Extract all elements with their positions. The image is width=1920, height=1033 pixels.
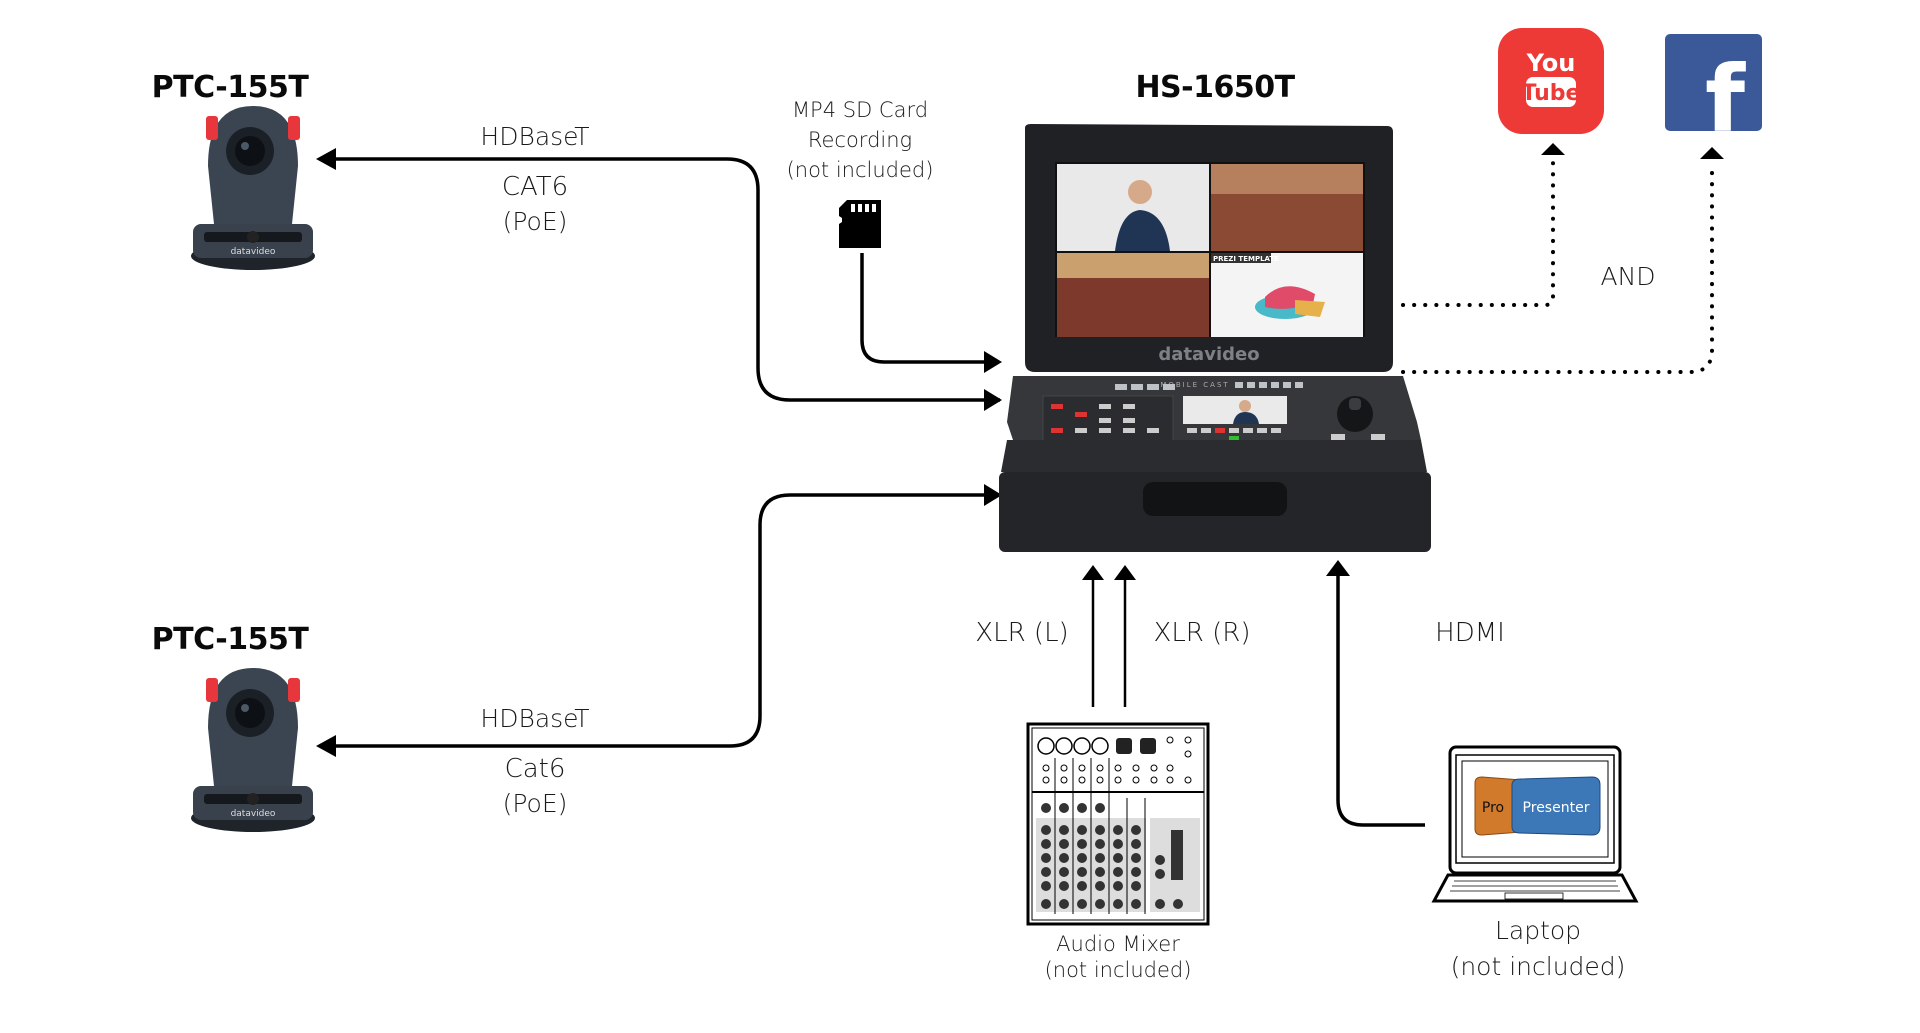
ptz-camera-icon: datavideo [191,668,315,832]
top-camera-cable [322,157,1000,402]
sd-card-label-line3: (not included) [786,158,934,182]
sd-card-icon [839,200,881,248]
laptop-icon: Pro Presenter [1431,745,1639,903]
facebook-logo-glyph: f [1705,46,1746,131]
xlr-left-label: XLR (L) [975,618,1069,648]
facebook-logo-icon: f [1665,34,1762,131]
switcher-title: HS-1650T [1135,70,1295,105]
top-camera-title: PTC-155T [151,70,309,105]
screen-overlay-text: PREZI TEMPLATE [1213,255,1279,263]
laptop-label: Laptop [1494,916,1582,945]
hdmi-cable [1336,574,1425,827]
sd-card-label-line1: MP4 SD Card [791,98,929,122]
sd-card-label-line2: Recording [807,128,913,152]
audio-mixer-icon [1026,722,1210,926]
arrow-to-bottom-camera [316,735,336,757]
top-link-power-label: (PoE) [502,207,568,236]
bottom-link-power-label: (PoE) [502,789,568,818]
arrow-bottom-link-into-switcher [984,484,1002,506]
switcher-panel-label: MOBILE CAST [1160,381,1229,389]
youtube-stream-line [1401,158,1555,307]
youtube-logo-icon: You Tube [1498,28,1604,134]
youtube-arrow [1541,143,1565,155]
audio-mixer-note: (not included) [1044,958,1192,982]
youtube-logo-tube: Tube [1522,81,1581,106]
bottom-camera-cable [322,493,990,748]
ptz-camera-icon: datavideo [191,106,315,270]
bottom-camera-title: PTC-155T [151,622,309,657]
bottom-camera-brand: datavideo [231,809,276,819]
xlr-right-arrow [1114,565,1136,580]
top-link-protocol-label: HDBaseT [480,122,590,151]
arrow-to-top-camera [316,148,336,170]
switcher-brand: datavideo [1158,344,1259,365]
and-label: AND [1600,262,1656,291]
arrow-sd-into-switcher [984,351,1002,373]
xlr-right-label: XLR (R) [1153,618,1251,648]
hdmi-arrow [1326,560,1350,576]
top-link-cable-label: CAT6 [501,172,569,202]
youtube-logo-you: You [1526,49,1576,77]
laptop-note: (not included) [1450,952,1626,981]
arrow-top-link-into-switcher [984,389,1002,411]
top-camera-brand: datavideo [231,247,276,257]
facebook-stream-line [1401,163,1714,374]
switcher-device: PREZI TEMPLATE datavideo MOBILE CAST [999,124,1431,552]
bottom-link-protocol-label: HDBaseT [480,704,590,733]
sd-card-cable [860,253,990,364]
bottom-link-cable-label: Cat6 [504,754,566,784]
laptop-screen-text-pro: Pro [1482,800,1504,816]
facebook-arrow [1700,147,1724,159]
xlr-left-arrow [1082,565,1104,580]
laptop-screen-text-presenter: Presenter [1523,800,1590,816]
hdmi-label: HDMI [1435,618,1505,648]
audio-mixer-label: Audio Mixer [1056,932,1180,956]
